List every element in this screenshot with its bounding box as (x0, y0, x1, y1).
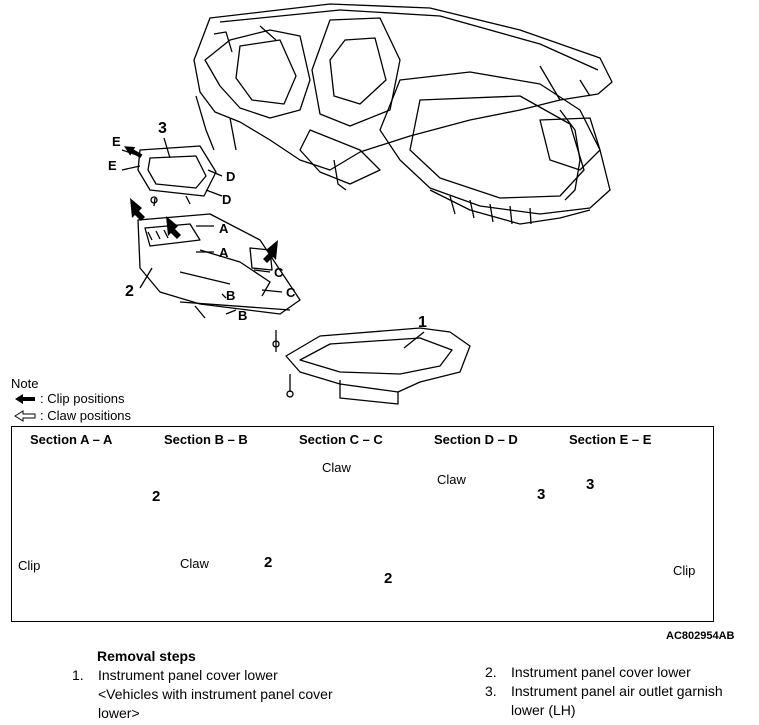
section-letter-b: B (226, 288, 236, 303)
removal-step-2: 2. Instrument panel cover lower (485, 663, 755, 683)
section-a-part-number: 2 (152, 488, 161, 505)
section-letter-a: A (219, 245, 229, 260)
section-d-claw-label: Claw (437, 472, 466, 487)
step-number: 1. (72, 667, 84, 683)
clip-arrow-icon (15, 393, 35, 404)
step-number: 3. (485, 683, 497, 699)
section-letter-e: E (108, 158, 117, 173)
section-letter-d: D (222, 192, 232, 207)
exploded-view-drawing (121, 3, 613, 405)
section-letter-e: E (112, 134, 121, 149)
figure-code: AC802954AB (666, 630, 735, 642)
section-b-title: Section B – B (164, 432, 248, 447)
garnish-part-3 (137, 145, 217, 207)
removal-step-1: 1. Instrument panel cover lower <Vehicle… (72, 666, 392, 723)
part-number-1: 1 (418, 314, 427, 331)
step-text: Instrument panel air outlet garnish (511, 683, 723, 699)
section-e-clip-label: Clip (673, 563, 696, 578)
claw-legend: : Claw positions (14, 408, 131, 423)
removal-steps-title: Removal steps (97, 648, 196, 664)
clip-legend: : Clip positions (14, 391, 125, 406)
clip-legend-text: : Clip positions (40, 391, 125, 406)
section-b-part-number: 2 (264, 554, 273, 571)
cover-part-1 (285, 327, 471, 405)
section-c-claw-label: Claw (322, 460, 351, 475)
claw-legend-text: : Claw positions (40, 408, 132, 423)
removal-step-3: 3. Instrument panel air outlet garnish l… (485, 682, 755, 722)
note-title: Note (11, 376, 39, 391)
section-a-clip-label: Clip (18, 558, 41, 573)
step-text: Instrument panel cover lower (98, 667, 278, 683)
step-number: 2. (485, 664, 497, 680)
part-number-3: 3 (158, 120, 167, 137)
section-d-title: Section D – D (434, 432, 518, 447)
section-views-frame (11, 426, 714, 622)
claw-arrow-icon (14, 409, 36, 422)
section-b-claw-label: Claw (180, 556, 209, 571)
section-letter-c: C (286, 285, 296, 300)
section-e-part-number: 3 (586, 476, 595, 493)
section-c-part-number: 2 (384, 570, 393, 587)
section-letter-b: B (238, 308, 248, 323)
step-text: Instrument panel cover lower (511, 664, 691, 680)
step-text-cont: lower (LH) (511, 702, 576, 718)
section-letter-a: A (219, 221, 229, 236)
step-condition: <Vehicles with instrument panel cover (98, 686, 333, 702)
step-condition-cont: lower> (98, 705, 140, 721)
section-a-title: Section A – A (30, 432, 113, 447)
dashboard-illustration (193, 3, 613, 225)
section-c-title: Section C – C (299, 432, 383, 447)
clip-arrows (124, 146, 278, 263)
section-letter-d: D (226, 169, 236, 184)
section-letter-c: C (274, 265, 284, 280)
section-d-part-number: 3 (537, 486, 546, 503)
section-e-title: Section E – E (569, 432, 652, 447)
part-number-2: 2 (125, 283, 134, 300)
